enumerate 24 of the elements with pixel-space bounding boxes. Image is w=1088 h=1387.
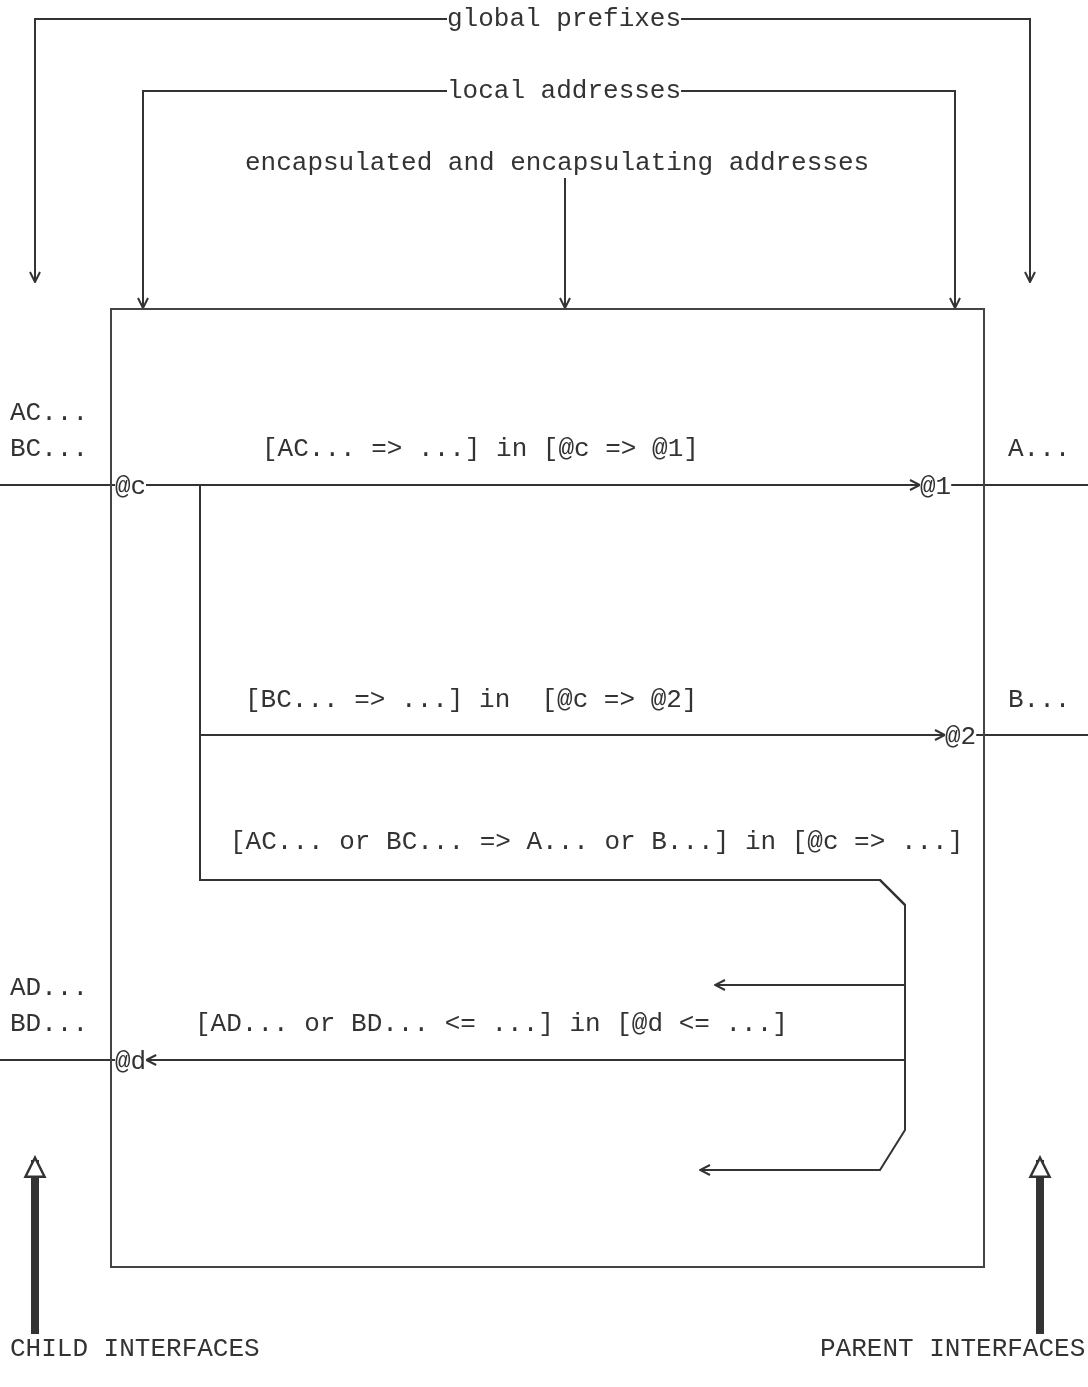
arrow: [1029, 1156, 1051, 1334]
edge-label: [AD... or BD... <= ...] in [@d <= ...]: [195, 1009, 788, 1039]
address-label: A...: [1008, 434, 1071, 464]
address-label: B...: [1008, 685, 1071, 715]
connector-line: [0, 1059, 116, 1061]
arrow: [680, 90, 961, 309]
arrow: [137, 90, 448, 309]
node-label: global prefixes: [447, 4, 682, 34]
connector-line: [950, 484, 1088, 486]
address-label: AD...: [10, 973, 88, 1003]
address-label: BC...: [10, 434, 88, 464]
node-label: encapsulated and encapsulating addresses: [245, 148, 870, 178]
address-label: [AC... or BC... => A... or B...] in [@c => ...]: [230, 827, 964, 857]
arrow: [559, 177, 571, 309]
arrow: [24, 1156, 46, 1334]
edge-label: [BC... => ...] in [@c => @2]: [245, 685, 698, 715]
connector-line: [975, 734, 1088, 736]
connector-line: [0, 484, 116, 486]
address-label: AC...: [10, 398, 88, 428]
address-label: BD...: [10, 1009, 88, 1039]
router-box: [110, 308, 985, 1268]
arrow: [29, 18, 448, 283]
edge-label: [AC... => ...] in [@c => @1]: [262, 434, 699, 464]
arrow: [680, 18, 1036, 283]
